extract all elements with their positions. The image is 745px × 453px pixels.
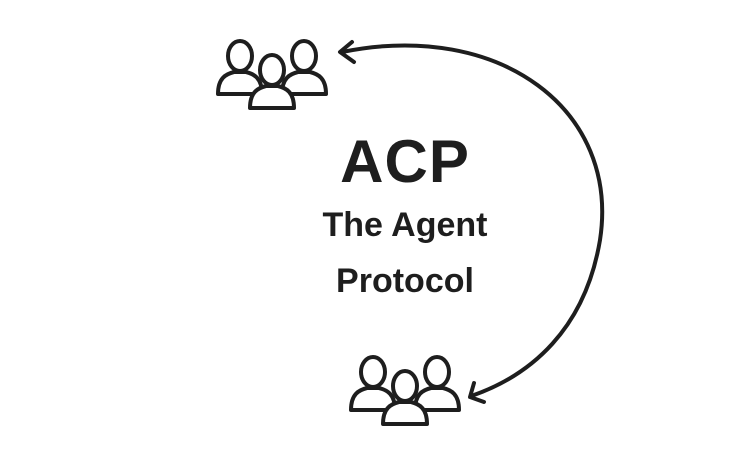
people-group-icon-bottom [351,357,459,424]
people-group-icon-top [218,41,326,108]
curved-double-arrow-icon [338,40,605,404]
arrowhead-bottom [468,381,486,404]
diagram-subtitle-line2: Protocol [336,262,474,300]
connector-arc [340,43,605,397]
arrowhead-top [338,40,356,64]
diagram-subtitle-line1: The Agent [322,206,488,244]
title-block: ACP The Agent Protocol [255,130,555,306]
diagram-title: ACP [340,128,470,195]
